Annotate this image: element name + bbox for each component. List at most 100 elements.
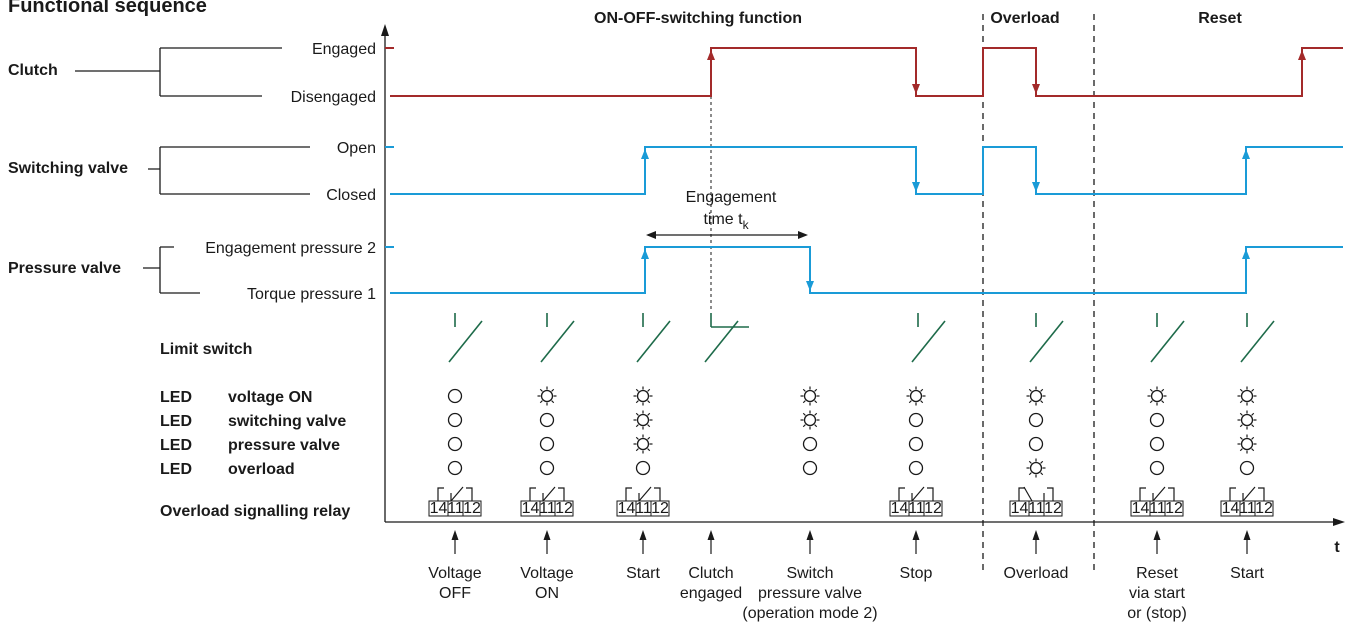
led-on-icon [1026,458,1046,478]
clutch-high-label: Engaged [312,41,376,58]
engagement-time-arrow-left [646,231,656,239]
event-label: ON [535,585,559,602]
led-off-icon [447,388,463,404]
relay-terminal-label: 14 [891,500,909,517]
event-label: OFF [439,585,471,602]
led-off-icon [908,412,924,428]
event-label: Start [626,565,660,582]
relay-terminal-label: 11 [635,500,652,517]
led-on-icon [633,410,653,430]
phase-overload-label: Overload [990,10,1059,27]
led-off-icon [1149,412,1165,428]
time-axis-arrow [1333,518,1345,526]
limit-switch-symbols [448,313,1275,363]
pv-rise-arrow [641,249,649,259]
clutch-overload-fall-arrow [1032,84,1040,94]
clutch-reset-rise-arrow [1298,50,1306,60]
pressure-valve-high-label: Engagement pressure 2 [205,240,376,257]
led-on-icon [906,386,926,406]
clutch-label: Clutch [8,62,58,79]
led-on-icon [800,410,820,430]
led-off-icon [1028,436,1044,452]
led-off-icon [1149,436,1165,452]
event-label: Voltage [520,565,573,582]
pv-fall-arrow [806,281,814,291]
led-on-icon [633,434,653,454]
relay-terminal-label: 12 [555,500,573,517]
led-on-icon [1026,386,1046,406]
pressure-valve-low-label: Torque pressure 1 [247,286,376,303]
limit-switch-label: Limit switch [160,341,252,358]
led-grid [447,386,1257,478]
pv-reset-rise-arrow [1242,249,1250,259]
switching-valve-label: Switching valve [8,160,128,177]
event-label: or (stop) [1127,605,1187,622]
switching-valve-bracket [148,146,310,195]
relay-terminal-label: 14 [1132,500,1150,517]
pressure-valve-waveform [390,246,1343,294]
led-prefix: LED [160,437,192,454]
led-row-overload: overload [228,461,295,478]
event-label: engaged [680,585,742,602]
clutch-waveform [390,47,1343,97]
event-marker: Stop [900,530,933,582]
relay-terminal-label: 11 [447,500,464,517]
relay-terminal-label: 14 [1011,500,1029,517]
switching-valve-waveform [390,146,1343,195]
led-on-icon [1237,386,1257,406]
time-axis-label: t [1334,539,1340,556]
phase-onoff-label: ON-OFF-switching function [594,10,802,27]
led-on-icon [800,386,820,406]
event-label: via start [1129,585,1186,602]
event-marker: Start [1230,530,1264,582]
led-row-pressure-valve: pressure valve [228,437,340,454]
event-marker: Start [626,530,660,582]
led-off-icon [802,460,818,476]
relay-terminal-label: 12 [924,500,942,517]
pressure-valve-label: Pressure valve [8,260,121,277]
led-labels: LED LED LED LED voltage ON switching val… [160,389,346,478]
event-label: Switch [786,565,833,582]
limit-switch-symbol [1150,313,1185,363]
led-off-icon [539,460,555,476]
relay-terminal-label: 14 [430,500,448,517]
led-off-icon [635,460,651,476]
led-prefix: LED [160,413,192,430]
limit-switch-symbol [1240,313,1275,363]
led-off-icon [539,436,555,452]
limit-switch-symbol [1029,313,1064,363]
led-prefix: LED [160,389,192,406]
led-prefix: LED [160,461,192,478]
limit-switch-symbol [636,313,671,363]
led-row-switching-valve: switching valve [228,413,346,430]
led-off-icon [908,460,924,476]
phase-reset-label: Reset [1198,10,1242,27]
relay-terminal-label: 12 [463,500,481,517]
event-label: Overload [1004,565,1069,582]
led-off-icon [447,460,463,476]
event-label: Start [1230,565,1264,582]
relay-terminal-label: 14 [1222,500,1240,517]
y-axis-arrow [381,24,389,36]
relay-terminal-label: 12 [1165,500,1183,517]
pressure-valve-bracket [143,246,200,294]
led-off-icon [539,412,555,428]
limit-switch-symbol-closed [704,313,749,363]
led-on-icon [1237,434,1257,454]
switching-valve-low-label: Closed [326,187,376,204]
led-on-icon [1147,386,1167,406]
sv-overload-fall-arrow [1032,182,1040,192]
led-off-icon [1239,460,1255,476]
relay-terminal-label: 12 [651,500,669,517]
engagement-time-line1: Engagement [686,189,777,206]
limit-switch-symbol [911,313,946,363]
led-row-voltage-on: voltage ON [228,389,312,406]
relay-label: Overload signalling relay [160,503,350,520]
